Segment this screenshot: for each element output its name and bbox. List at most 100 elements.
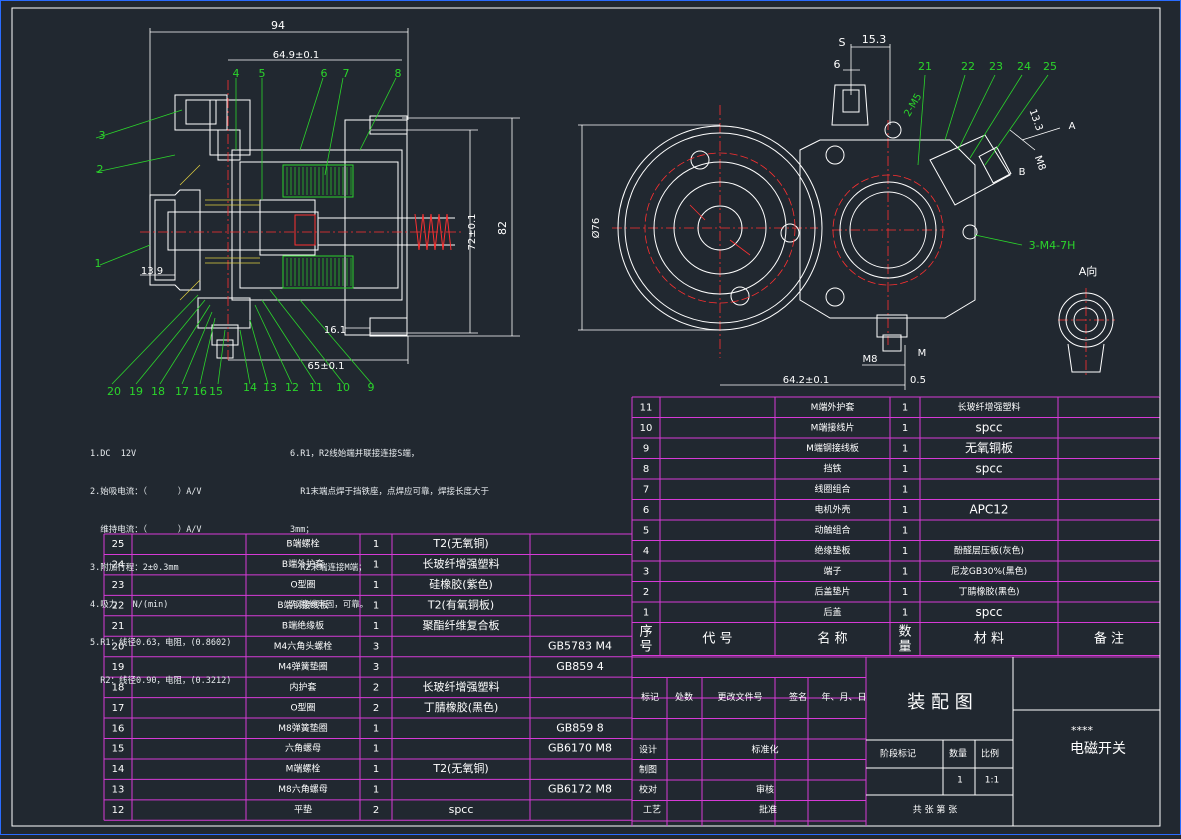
note-line: 4.吸力 N/(min) [90, 600, 169, 611]
table-cell-text: 挡铁 [823, 462, 841, 474]
table-cell-text: 1 [373, 744, 379, 755]
table-cell-text: O型圈 [290, 580, 315, 591]
view-label: A向 [1079, 264, 1098, 278]
hatch-yellow [179, 164, 260, 301]
note-line: 1.DC 12V [90, 449, 137, 460]
leaders-left [95, 77, 397, 385]
header-text: 量 [898, 640, 911, 655]
table-cell-text: 1 [957, 776, 963, 786]
table-cell-text: 1 [373, 723, 379, 734]
header-text: 号 [639, 640, 652, 655]
table-cell-text: 长玻纤增强塑料 [957, 401, 1020, 413]
table-cell-text: 25 [112, 539, 125, 550]
table-cell-text: 平垫 [294, 804, 312, 816]
table-cell-text: 11 [640, 402, 653, 413]
header-text: 名 称 [817, 631, 847, 647]
table-cell-text: M8弹簧垫圈 [278, 722, 328, 734]
note-line: R2：线径0.90，电阻，(0.3212) [90, 675, 232, 686]
table-cell-text: M端钢接线板 [806, 442, 859, 454]
note-line: 5.R1：线径0.63，电阻，(0.8602) [90, 638, 232, 649]
table-cell-text: 1 [902, 505, 908, 516]
table-cell-text: 23 [112, 580, 125, 591]
table-cell-text: T2(无氧铜) [432, 536, 488, 550]
dim-label: 65±0.1 [307, 361, 344, 372]
dim-label: 13.3 [1027, 108, 1045, 133]
table-cell-text: 1 [902, 525, 908, 536]
table-cell-text: T2(无氧铜) [432, 761, 488, 775]
dim-label: M8 [863, 354, 878, 365]
table-cell-text: 17 [112, 703, 125, 714]
table-cell-text: M8六角螺母 [278, 783, 328, 795]
product-name: 电磁开关 [1070, 741, 1126, 757]
table-cell-text: 动触组合 [814, 524, 850, 536]
table-cell-text: T2(有氧铜板) [427, 598, 494, 612]
table-cell-text: 1 [373, 601, 379, 612]
dim-label: 94 [271, 19, 285, 32]
table-cell-text: 13 [112, 785, 125, 796]
part-label: 13 [263, 381, 277, 394]
table-cell-text: spcc [975, 420, 1002, 434]
part-label: 5 [259, 67, 266, 80]
table-cell-text: spcc [975, 605, 1002, 619]
table-cell-text: 1 [373, 539, 379, 550]
table-cell-text: 9 [643, 443, 649, 454]
dim-label: 15.3 [862, 33, 887, 46]
table-cell-text: 2 [373, 703, 379, 714]
table-cell-text: 线圈组合 [814, 483, 850, 495]
table-cell-text: 硅橡胶(紫色) [429, 577, 493, 591]
table-cell-text: 5 [643, 525, 649, 536]
table-cell-text: 1 [902, 546, 908, 557]
table-cell-text: 更改文件号 [717, 691, 762, 703]
notes-left: 1.DC 12V 2.始吸电流：（ ）A/V 维持电流：（ ）A/V 3.附加行… [90, 423, 231, 700]
table-cell-text: 8 [643, 464, 649, 475]
part-label: 8 [395, 67, 402, 80]
table-cell-text: 标准化 [751, 744, 778, 756]
part-label: 11 [309, 381, 323, 394]
table-cell-text: GB859 8 [556, 721, 604, 734]
table-cell-text: 2 [643, 587, 649, 598]
table-cell-text: M4六角头螺栓 [274, 640, 333, 652]
dim-label: M8 [1032, 154, 1047, 172]
note-line: 6.R1，R2线始端并联接连接S端， [290, 449, 420, 460]
dim-label: S [839, 36, 846, 49]
dim-label: 2-M5 [902, 92, 924, 119]
table-cell-text: 2 [373, 682, 379, 693]
part-label: 1 [95, 257, 102, 270]
part-label: 14 [243, 381, 257, 394]
coil-hatch [286, 167, 352, 286]
part-label: 2 [97, 163, 104, 176]
part-label: 7 [343, 67, 350, 80]
table-cell-text: 1:1 [985, 776, 999, 786]
table-cell-text: 2 [373, 805, 379, 816]
dims-right-lines [578, 44, 1061, 390]
table-cell-text: 后盖 [823, 606, 841, 618]
table-cell-text: 电机外壳 [814, 503, 850, 515]
table-cell-text: 12 [112, 805, 125, 816]
dim-label: B [1019, 167, 1026, 178]
table-cell-text: spcc [449, 803, 474, 816]
table-cell-text: 3 [643, 566, 649, 577]
table-cell-text: O型圈 [290, 702, 315, 713]
table-cell-text: 1 [373, 764, 379, 775]
part-label: 6 [321, 67, 328, 80]
table-cell-text: 1 [902, 607, 908, 618]
table-cell-text: B端钢接线板 [277, 599, 328, 611]
table-cell-text: 制图 [639, 764, 657, 776]
part-label: 20 [107, 385, 121, 398]
table-cell-text: 14 [112, 764, 125, 775]
table-cell-text: 1 [902, 566, 908, 577]
table-cell-text: APC12 [969, 502, 1008, 516]
table-cell-text: B端绝缘板 [282, 620, 324, 632]
table-cell-text: 六角螺母 [285, 742, 321, 754]
note-line: 3.附加行程：2±0.3mm [90, 562, 179, 573]
part-label: 24 [1017, 60, 1031, 73]
table-cell-text: 1 [902, 423, 908, 434]
table-cell-text: M端外护套 [811, 401, 855, 413]
table-cell-text: 20 [112, 641, 125, 652]
table-cell-text: M端螺栓 [286, 763, 321, 775]
table-cell-text: 端子 [823, 565, 841, 577]
table-cell-text: 长玻纤增强塑料 [423, 557, 500, 571]
table-cell-text: GB5783 M4 [548, 639, 612, 652]
table-cell-text: 1 [902, 464, 908, 475]
